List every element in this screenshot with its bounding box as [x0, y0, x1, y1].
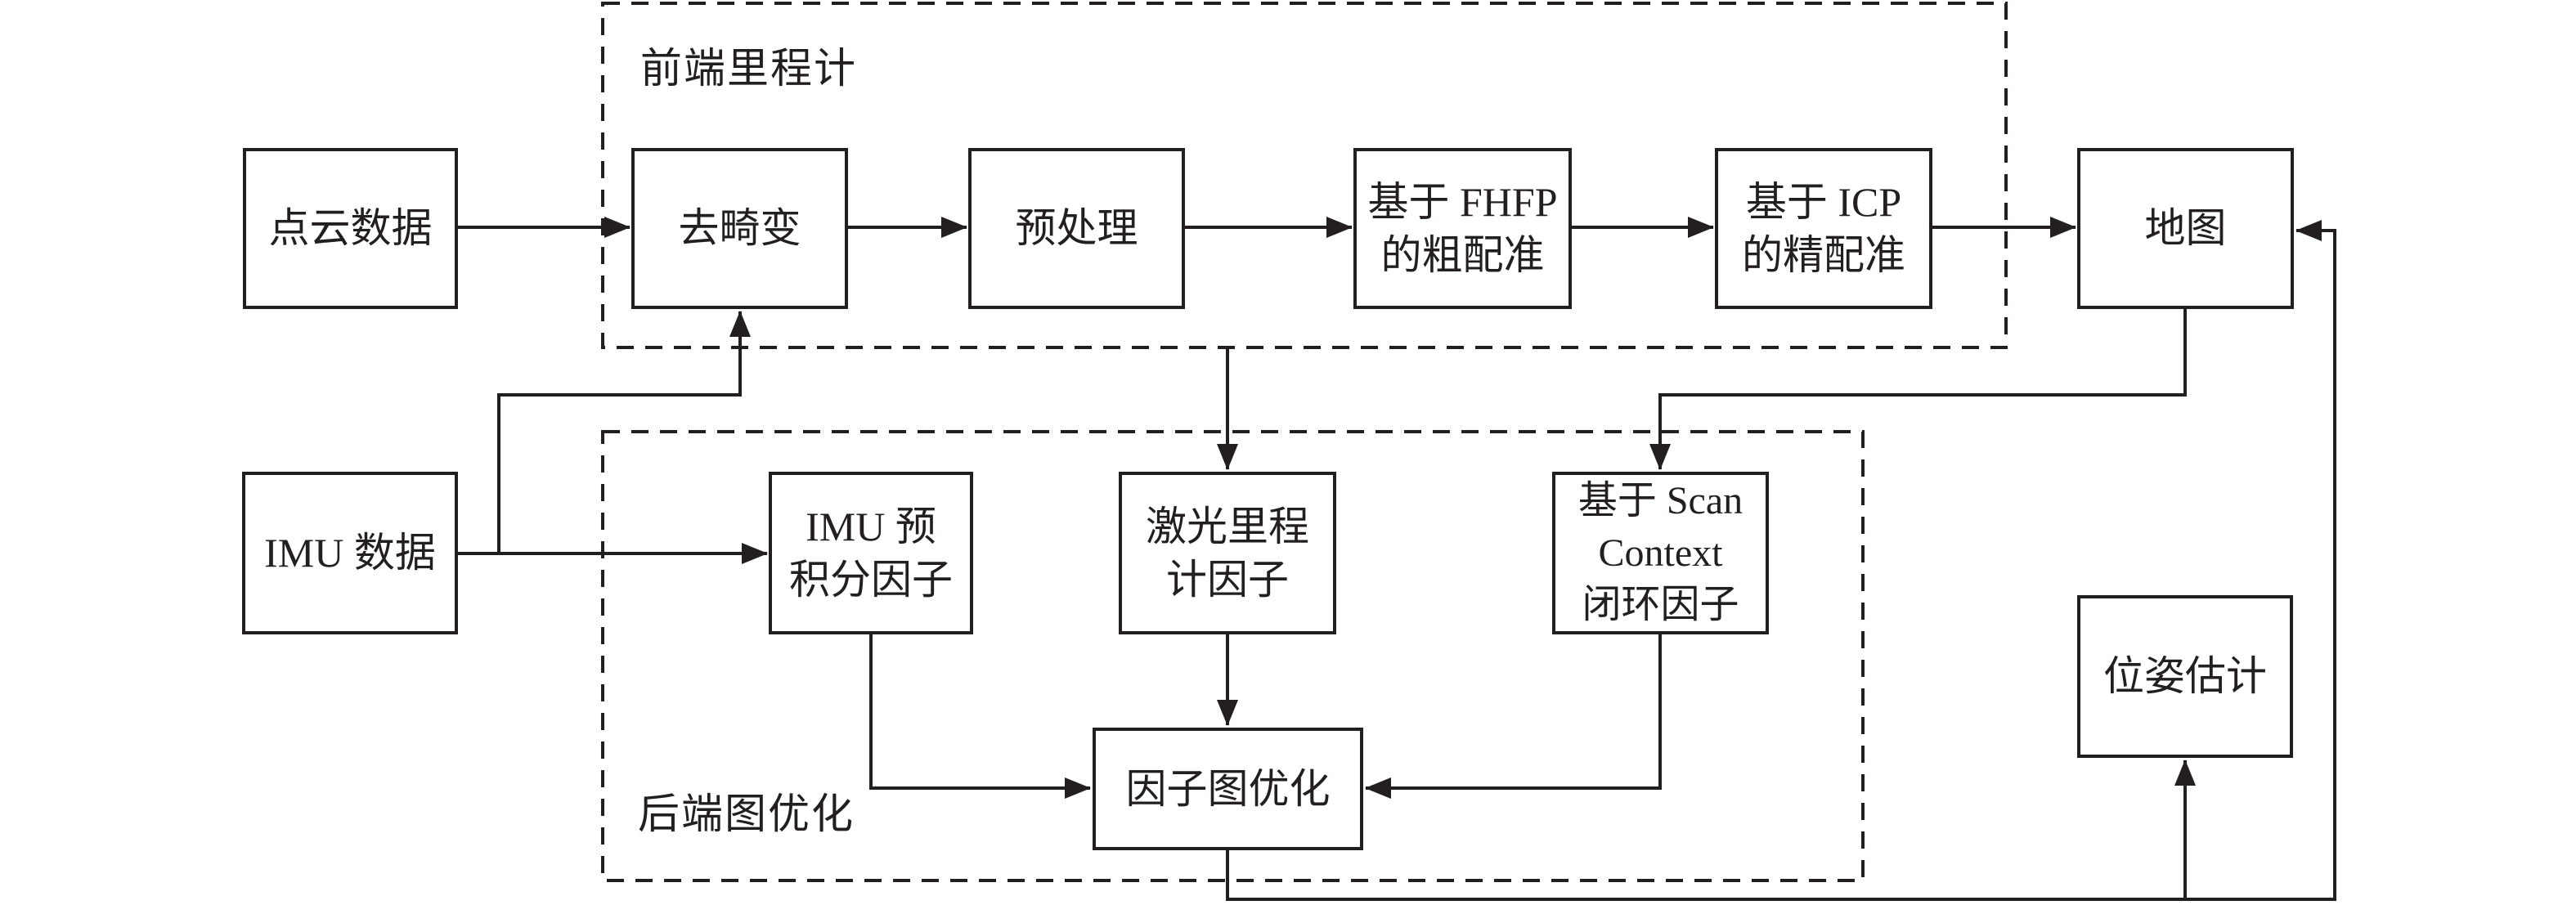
- node-label-line2: 的精配准: [1742, 231, 1905, 278]
- node-pose-estimation: 位姿估计: [2077, 595, 2293, 758]
- node-label-line2: 的粗配准: [1380, 231, 1545, 278]
- node-label-line1: 激光里程: [1146, 503, 1309, 549]
- node-label: 点云数据: [268, 205, 433, 251]
- group-label-backend-graph-optimization: 后端图优化: [638, 792, 855, 838]
- node-label: 因子图优化: [1125, 765, 1331, 812]
- node-label-line2: 计因子: [1166, 556, 1289, 603]
- node-factor-graph-optimization: 因子图优化: [1093, 728, 1363, 850]
- group-label-frontend-odometry: 前端里程计: [640, 47, 858, 92]
- node-label: 去畸变: [678, 205, 801, 251]
- node-label: IMU 数据: [264, 530, 436, 576]
- node-lidar-odometry-factor: 激光里程 计因子: [1119, 472, 1336, 634]
- node-label: 位姿估计: [2103, 653, 2267, 699]
- node-label-line3: 闭环因子: [1582, 583, 1739, 627]
- node-imu-data: IMU 数据: [242, 472, 458, 634]
- connector-imudata-to-deskew: [497, 311, 751, 553]
- node-label: 地图: [2144, 205, 2227, 251]
- connector-imupreint-to-factorgraph: [869, 634, 1091, 799]
- node-fhfp-coarse-registration: 基于 FHFP 的粗配准: [1353, 148, 1572, 309]
- node-scan-context-loop-closure-factor: 基于 Scan Context 闭环因子: [1552, 472, 1769, 634]
- connector-scancontext-to-factorgraph: [1365, 634, 1662, 799]
- node-map: 地图: [2077, 148, 2294, 309]
- node-label-line2: 积分因子: [789, 556, 953, 603]
- node-label-line1: 基于 Scan: [1577, 479, 1744, 523]
- connector-factorgraph-to-map: [1226, 220, 2336, 901]
- node-preprocessing: 预处理: [968, 148, 1185, 309]
- node-label-line2: Context: [1598, 531, 1723, 575]
- node-label-line1: 基于 ICP: [1745, 178, 1902, 225]
- group-frontend-odometry-box: [601, 2, 2008, 349]
- node-deskew: 去畸变: [631, 148, 848, 309]
- node-imu-preintegration-factor: IMU 预 积分因子: [769, 472, 973, 634]
- connector-map-to-scancontext: [1649, 309, 2187, 470]
- node-label-line1: IMU 预: [806, 503, 936, 549]
- node-label: 预处理: [1015, 205, 1138, 251]
- node-point-cloud-data: 点云数据: [243, 148, 458, 309]
- group-backend-graph-optimization-box: [601, 430, 1865, 882]
- node-label-line1: 基于 FHFP: [1367, 178, 1558, 225]
- node-icp-fine-registration: 基于 ICP 的精配准: [1715, 148, 1932, 309]
